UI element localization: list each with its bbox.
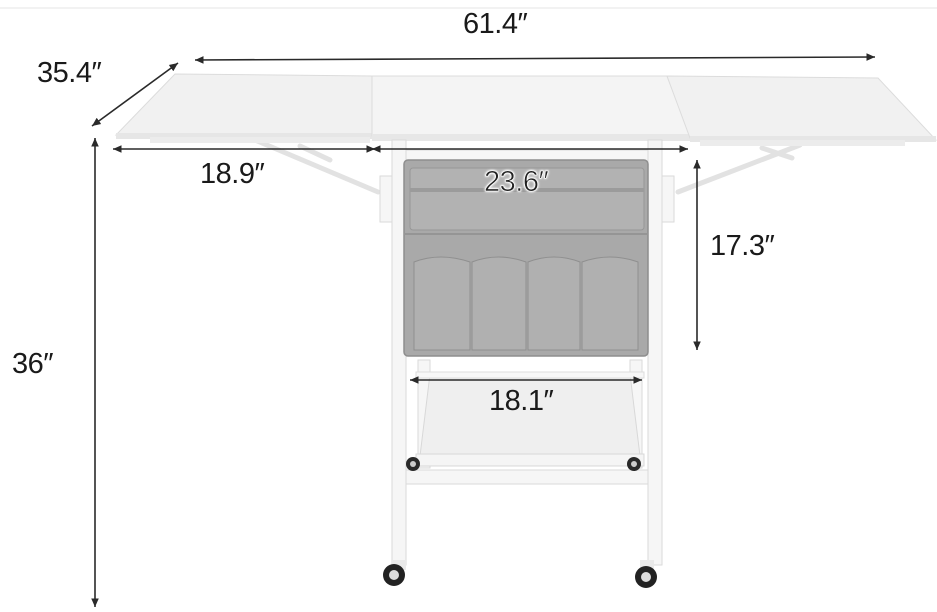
- total-length-label: 61.4″: [463, 8, 528, 40]
- height-label: 36″: [12, 348, 54, 380]
- depth-line: [91, 62, 179, 127]
- shelf-width-label: 18.1″: [489, 385, 554, 417]
- leaf-width-label: 18.9″: [200, 158, 265, 190]
- bag-height-label: 17.3″: [710, 230, 775, 262]
- casters: [383, 457, 657, 588]
- table-top: [114, 73, 937, 146]
- lower-shelf: [415, 371, 645, 467]
- depth-label: 35.4″: [37, 57, 102, 89]
- frame: [379, 139, 675, 566]
- length-line: [194, 53, 876, 64]
- storage-bag: [403, 159, 649, 357]
- center-width-label: 23.6″: [484, 166, 549, 198]
- dimension-lines: [91, 53, 876, 607]
